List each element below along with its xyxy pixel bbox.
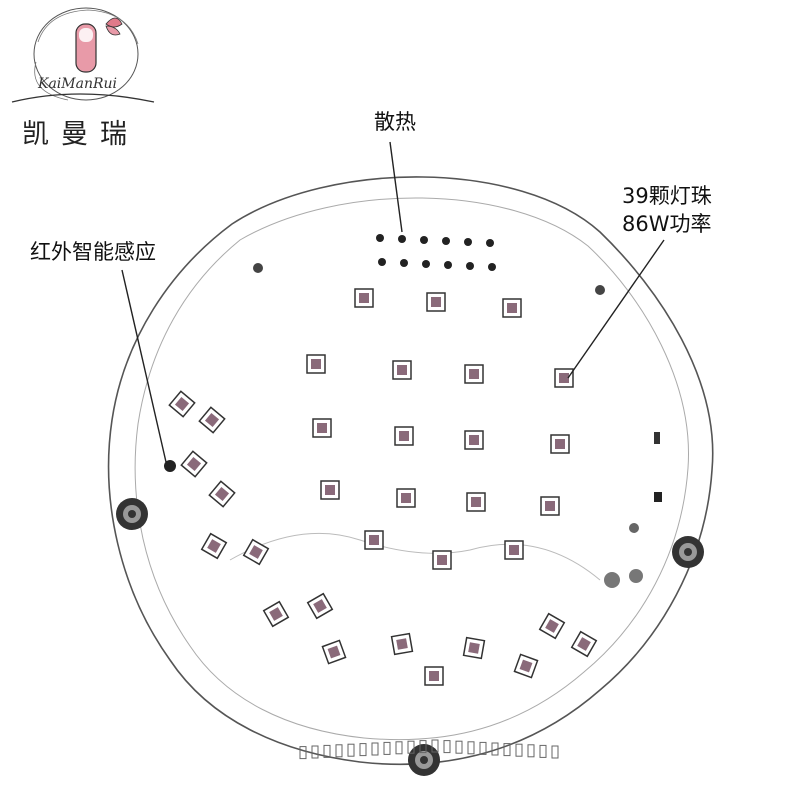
fin — [527, 744, 535, 758]
led-chip — [168, 390, 196, 418]
callout-led-info: 39颗灯珠 86W功率 — [622, 182, 712, 238]
fin — [371, 742, 379, 756]
led-chip — [504, 540, 524, 560]
fin — [539, 744, 547, 758]
logo-chinese-name: 凯曼瑞 — [22, 119, 139, 150]
bottom-fins — [299, 739, 559, 760]
fin — [455, 740, 463, 754]
led-chip — [540, 496, 560, 516]
led-chip — [550, 434, 570, 454]
led-chip — [312, 418, 332, 438]
led-chip — [262, 600, 290, 628]
led-chip — [198, 406, 226, 434]
logo-script-text: KaiManRui — [37, 76, 117, 92]
fin — [431, 739, 439, 753]
led-array — [168, 288, 598, 686]
led-chip — [424, 666, 444, 686]
callout-led-count: 39颗灯珠 — [622, 184, 712, 208]
led-chip — [513, 653, 539, 679]
fin — [491, 742, 499, 756]
ir-sensor — [164, 460, 176, 472]
fin — [479, 741, 487, 755]
fin — [419, 740, 427, 754]
fin — [443, 740, 451, 754]
led-chip — [432, 550, 452, 570]
led-chip — [466, 492, 486, 512]
led-chip — [392, 360, 412, 380]
led-chip — [554, 368, 574, 388]
screw-right — [672, 536, 704, 568]
fin — [323, 744, 331, 758]
fin — [383, 741, 391, 755]
led-chip — [464, 430, 484, 450]
screw-bottom — [408, 744, 440, 776]
led-chip — [502, 298, 522, 318]
lamp-outline — [107, 176, 714, 766]
fin — [335, 744, 343, 758]
fin — [359, 743, 367, 757]
callout-heat-dissipation: 散热 — [374, 110, 416, 134]
fin — [515, 743, 523, 757]
led-chip — [394, 426, 414, 446]
callout-power: 86W功率 — [622, 212, 712, 236]
heat-vent-holes — [376, 234, 496, 271]
led-chip — [538, 612, 566, 640]
fin — [551, 745, 559, 759]
led-chip — [390, 632, 414, 656]
led-chip — [242, 538, 270, 566]
lamp-inner-ring — [134, 197, 689, 741]
led-chip — [354, 288, 374, 308]
fin — [347, 743, 355, 757]
led-chip — [321, 639, 347, 665]
led-chip — [320, 480, 340, 500]
fin — [311, 745, 319, 759]
led-chip — [180, 450, 208, 478]
callout-infrared-sensor: 红外智能感应 — [30, 240, 156, 264]
led-chip — [306, 592, 334, 620]
fin — [395, 741, 403, 755]
led-chip — [464, 364, 484, 384]
led-chip — [306, 354, 326, 374]
led-chip — [396, 488, 416, 508]
fin — [407, 740, 415, 754]
fin — [299, 746, 307, 760]
fin — [467, 741, 475, 755]
logo-graphic: KaiManRui — [11, 7, 155, 103]
led-chip — [426, 292, 446, 312]
callout-lines — [121, 141, 665, 463]
brand-logo: KaiManRui 凯曼瑞 — [8, 2, 158, 152]
led-chip — [200, 532, 228, 560]
led-chip — [364, 530, 384, 550]
led-chip — [462, 636, 486, 660]
led-chip — [570, 630, 598, 658]
led-chip — [208, 480, 236, 508]
screw-left — [116, 498, 148, 530]
fin — [503, 743, 511, 757]
